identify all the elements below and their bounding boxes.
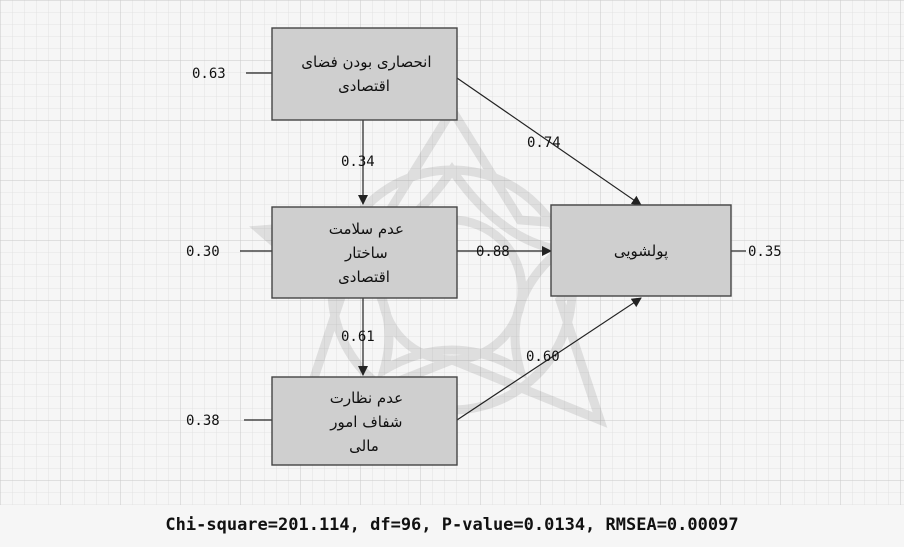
- node-label-line: عدم سلامت: [329, 220, 404, 238]
- svg-text:انحصاری بودن فضای اقتصاد: انحصاری بودن فضای اقتصادی: [296, 53, 431, 95]
- node-label-line: عدم نظارت: [330, 389, 403, 407]
- error-laundering: 0.35: [748, 244, 782, 260]
- svg-text:عدم سلامت ساختار ا: عدم سلامت ساختار اقتصادی: [324, 220, 404, 286]
- path-transparency-to-laundering: [456, 297, 642, 421]
- node-label-line: انحصاری بودن فضای: [301, 53, 431, 71]
- coef-exclusivity-to-structure: 0.34: [341, 154, 375, 170]
- node-no-transparency: عدم نظارت شفاف امور مالی: [271, 376, 458, 466]
- node-label-line: پولشویی: [614, 242, 668, 261]
- coef-structure-to-laundering: 0.88: [476, 244, 510, 260]
- path-exclusivity-to-laundering: [456, 77, 642, 206]
- node-label-line: ساختار: [344, 244, 388, 262]
- node-money-laundering: پولشویی: [550, 204, 732, 297]
- error-transparency: 0.38: [186, 413, 220, 429]
- svg-text:عدم نظارت شفاف امور: عدم نظارت شفاف امور مالی: [325, 389, 403, 455]
- error-exclusivity: 0.63: [192, 66, 226, 82]
- error-structure: 0.30: [186, 244, 220, 260]
- node-econ-exclusivity: انحصاری بودن فضای اقتصادی: [271, 27, 458, 121]
- node-label-line: اقتصادی: [338, 77, 390, 95]
- node-label-line: شفاف امور: [329, 413, 402, 431]
- node-label-line: اقتصادی: [338, 268, 390, 286]
- model-fit-statistics: Chi-square=201.114, df=96, P-value=0.013…: [165, 515, 739, 535]
- svg-text:پولشویی: پولشویی: [614, 242, 668, 261]
- coef-exclusivity-to-laundering: 0.74: [527, 135, 561, 151]
- node-label-line: مالی: [349, 437, 379, 455]
- coef-transparency-to-laundering: 0.60: [526, 349, 560, 365]
- node-unhealthy-structure: عدم سلامت ساختار اقتصادی: [271, 206, 458, 299]
- coef-structure-to-transparency: 0.61: [341, 329, 375, 345]
